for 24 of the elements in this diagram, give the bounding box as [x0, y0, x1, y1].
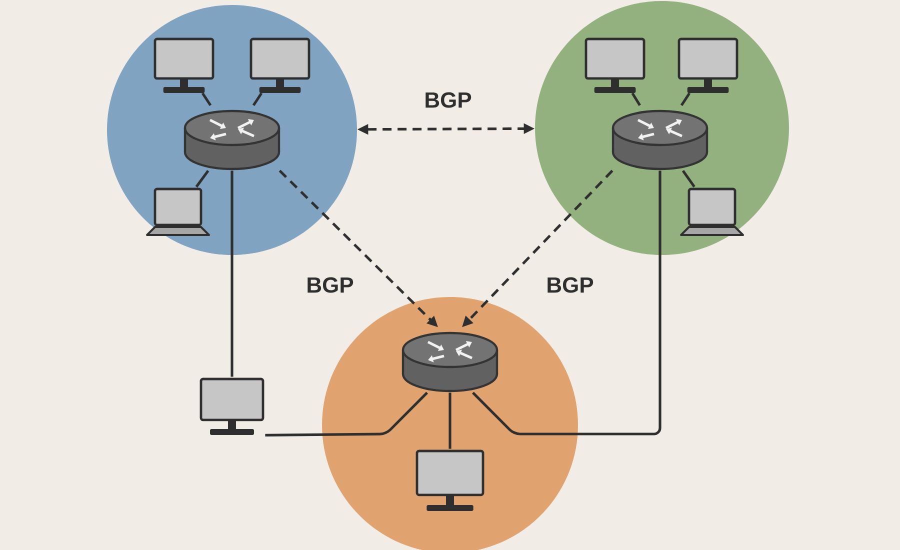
- monitor-icon: [678, 38, 738, 93]
- edge-label: BGP: [544, 275, 596, 295]
- link-line: [472, 170, 662, 436]
- router-icon: [402, 332, 498, 392]
- monitor-icon: [416, 450, 484, 511]
- edge-label: BGP: [304, 275, 356, 295]
- laptop-icon: [680, 188, 744, 236]
- monitor-icon: [200, 378, 264, 435]
- link-line: [201, 92, 212, 106]
- edge-label: BGP: [422, 90, 474, 110]
- link-line: [631, 92, 641, 106]
- laptop-icon: [146, 188, 210, 236]
- link-line: [252, 92, 263, 106]
- link-line: [265, 392, 428, 436]
- router-icon: [184, 110, 280, 170]
- monitor-icon: [154, 38, 214, 93]
- link-line: [682, 170, 696, 188]
- link-line: [680, 92, 691, 106]
- monitor-icon: [584, 38, 646, 93]
- link-line: [230, 170, 234, 377]
- router-icon: [612, 110, 708, 170]
- monitor-icon: [250, 38, 310, 93]
- link-line: [195, 170, 210, 188]
- link-line: [448, 392, 452, 449]
